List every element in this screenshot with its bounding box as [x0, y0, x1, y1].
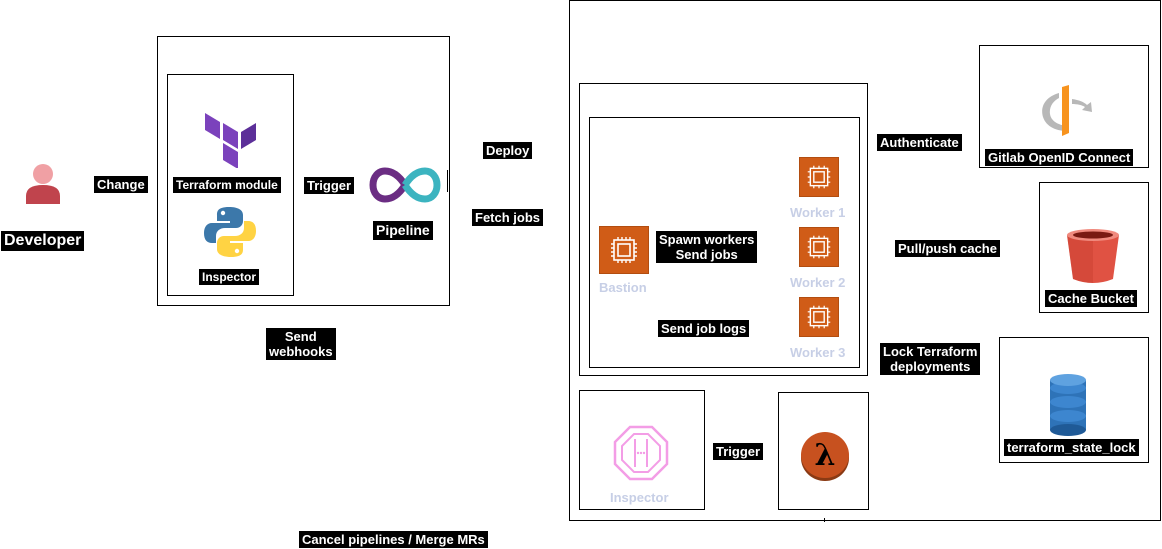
python-icon: [203, 205, 257, 259]
edge-label-change: Change: [94, 176, 148, 193]
lambda-icon: λ: [800, 430, 850, 482]
edge-label-trigger-lambda: Trigger: [713, 443, 764, 460]
edge-label-send-job-logs: Send job logs: [658, 320, 750, 337]
edge-label-lock-terraform: Lock Terraform deployments: [880, 343, 981, 375]
worker-2-ec2-icon: [799, 227, 839, 267]
cache-bucket-label: Cache Bucket: [1045, 290, 1137, 307]
openid-icon: [1037, 85, 1095, 137]
terraform-module-label: Terraform module: [173, 177, 281, 193]
edge-label-fetch-jobs: Fetch jobs: [472, 209, 544, 226]
edge-label-deploy: Deploy: [483, 142, 533, 159]
edge-label-authenticate: Authenticate: [877, 134, 962, 151]
developer-label: Developer: [1, 231, 85, 251]
connector-tick: [824, 518, 825, 522]
worker-3-label: Worker 3: [790, 345, 846, 360]
worker-1-ec2-icon: [799, 157, 839, 197]
terraform-icon: [205, 113, 257, 168]
dynamodb-icon: [1050, 374, 1086, 436]
inspector-icon: [613, 425, 669, 481]
connector-tick: [447, 170, 448, 192]
edge-label-trigger-pipeline: Trigger: [304, 177, 355, 194]
worker-3-ec2-icon: [799, 297, 839, 337]
edge-label-cancel-pipelines: Cancel pipelines / Merge MRs: [299, 531, 488, 548]
s3-bucket-icon: [1065, 227, 1121, 285]
bastion-ec2-icon: [599, 226, 649, 274]
worker-1-label: Worker 1: [790, 205, 846, 220]
repo-inspector-label: Inspector: [199, 269, 260, 285]
state-lock-label: terraform_state_lock: [1004, 439, 1139, 456]
aws-inspector-label: Inspector: [610, 490, 669, 505]
worker-2-label: Worker 2: [790, 275, 846, 290]
pipeline-label: Pipeline: [373, 221, 433, 240]
openid-label: Gitlab OpenID Connect: [985, 149, 1134, 166]
edge-label-pull-push-cache: Pull/push cache: [895, 240, 1000, 257]
edge-label-spawn-workers: Spawn workers Send jobs: [656, 231, 758, 263]
developer-icon: [24, 163, 62, 205]
bastion-label: Bastion: [599, 280, 647, 295]
pipeline-infinity-icon: [369, 165, 441, 205]
svg-text:λ: λ: [814, 438, 835, 473]
aws-inspector-box: [579, 390, 705, 510]
edge-label-send-webhooks: Send webhooks: [266, 328, 336, 360]
